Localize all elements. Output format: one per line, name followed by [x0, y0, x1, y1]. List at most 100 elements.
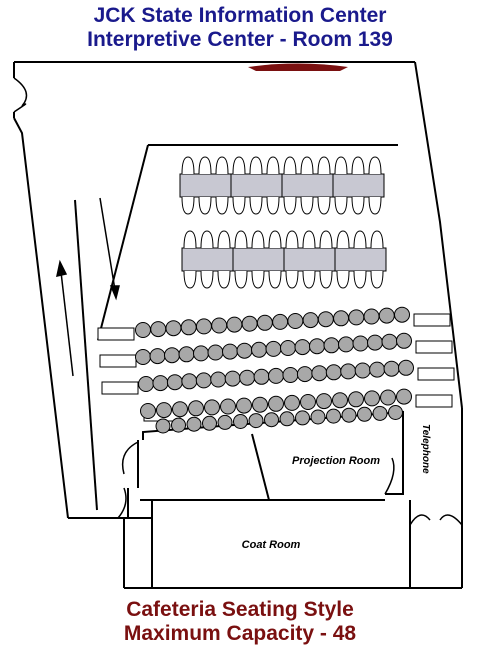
- seat: [188, 400, 204, 417]
- seat: [248, 413, 264, 429]
- seat: [302, 312, 319, 329]
- chair: [300, 156, 314, 175]
- chair: [351, 196, 365, 215]
- stage-diagonal: [97, 144, 149, 341]
- seat: [239, 369, 256, 386]
- chair: [283, 196, 297, 215]
- corridor-wall: [74, 199, 98, 511]
- seat: [186, 416, 202, 432]
- seat: [135, 322, 151, 338]
- seat: [369, 361, 386, 378]
- chair: [336, 270, 350, 289]
- chair: [249, 196, 263, 215]
- chair: [334, 196, 348, 215]
- seat: [150, 321, 167, 338]
- chair: [302, 230, 316, 249]
- seat: [195, 318, 212, 335]
- chair: [285, 270, 299, 289]
- seat: [284, 394, 300, 411]
- seat: [251, 341, 267, 358]
- chair: [234, 270, 248, 289]
- chair: [368, 156, 382, 175]
- chair: [217, 230, 231, 249]
- seat: [323, 337, 340, 354]
- table: [232, 247, 285, 272]
- seat: [341, 407, 357, 423]
- seat: [233, 414, 248, 429]
- chair: [232, 156, 246, 175]
- seat: [295, 410, 310, 426]
- seat: [220, 398, 236, 415]
- seat: [171, 417, 186, 433]
- seat: [311, 365, 328, 382]
- chair: [200, 230, 214, 249]
- seat: [180, 319, 197, 336]
- seat: [332, 392, 348, 409]
- seat: [294, 339, 311, 356]
- chair: [300, 196, 314, 215]
- chair: [215, 156, 229, 175]
- seat: [282, 367, 299, 383]
- row-end-right: [415, 340, 453, 354]
- seat: [316, 393, 332, 410]
- wall-left-diagonal: [13, 117, 69, 519]
- seat: [296, 366, 313, 383]
- table: [283, 247, 336, 272]
- stage: [248, 63, 348, 71]
- arrow-up-head: [56, 259, 68, 277]
- seat: [164, 347, 180, 364]
- seat: [202, 415, 217, 431]
- seat: [149, 348, 166, 365]
- seat: [252, 396, 268, 413]
- arrow-up: [60, 271, 74, 377]
- seat: [310, 409, 326, 425]
- footer-line-1: Cafeteria Seating Style: [126, 598, 354, 621]
- seat: [357, 406, 372, 422]
- seat: [226, 316, 243, 333]
- seat: [340, 363, 357, 380]
- seat: [193, 345, 209, 362]
- seat: [333, 310, 350, 327]
- seat: [326, 408, 341, 424]
- chair: [251, 270, 265, 289]
- door-top-left-b: [13, 103, 27, 113]
- table: [230, 173, 283, 198]
- seat: [287, 313, 304, 329]
- seat: [210, 371, 227, 388]
- chair: [302, 270, 316, 289]
- coat-room-label: Coat Room: [242, 539, 301, 551]
- seat: [140, 403, 156, 419]
- seat: [268, 367, 284, 384]
- table: [179, 173, 232, 198]
- row-end-right: [417, 367, 455, 381]
- footer-line-2: Maximum Capacity - 48: [123, 622, 357, 645]
- chair: [198, 196, 212, 215]
- chair: [370, 230, 384, 249]
- seat: [156, 402, 172, 419]
- seat: [268, 395, 284, 412]
- chair: [317, 156, 331, 175]
- seat: [279, 411, 295, 427]
- telephone-label: Telephone: [420, 424, 431, 474]
- chair: [319, 230, 333, 249]
- seat: [309, 338, 325, 355]
- seat: [354, 362, 371, 379]
- chair: [183, 270, 197, 289]
- seat: [381, 333, 398, 350]
- seat: [363, 308, 380, 325]
- chair: [285, 230, 299, 249]
- chair: [319, 270, 333, 289]
- seat: [195, 372, 212, 389]
- seat: [280, 340, 296, 356]
- seat: [256, 314, 273, 331]
- row-end-left: [101, 381, 139, 395]
- seat: [380, 389, 396, 406]
- title-line-1: JCK State Information Center: [93, 4, 387, 27]
- projection-room-label: Projection Room: [292, 455, 380, 467]
- chair: [283, 156, 297, 175]
- seat: [236, 397, 252, 414]
- seat: [394, 306, 410, 323]
- seat: [236, 342, 253, 359]
- seat: [178, 346, 195, 363]
- projection-room-wall: [142, 410, 404, 495]
